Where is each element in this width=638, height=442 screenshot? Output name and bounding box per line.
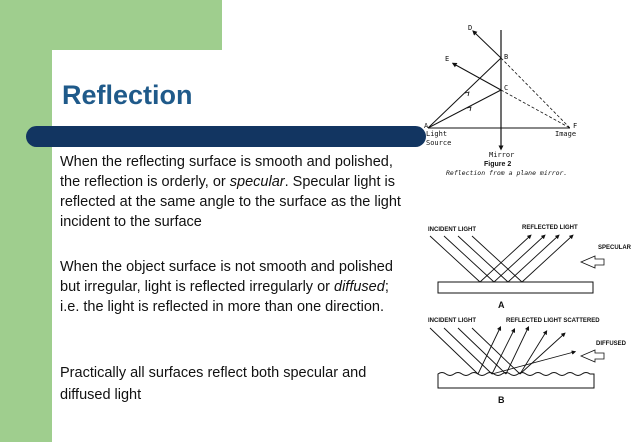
paragraph-diffused-text-2: ; i.e. the light is reflected in more th… — [60, 279, 389, 315]
reflected-ray-1 — [479, 234, 532, 283]
virtual-ray-c — [500, 89, 571, 129]
reflected-ray-3 — [507, 234, 560, 283]
scattered-ray-5 — [491, 327, 516, 375]
paragraph-diffused-emphasis: diffused — [334, 279, 385, 295]
reflected-ray-4 — [521, 234, 574, 283]
label-source: Source — [426, 139, 451, 147]
scattered-ray-3 — [505, 325, 530, 375]
paragraph-specular: When the reflecting surface is smooth an… — [60, 152, 410, 232]
reflection-figures: D E B C A F Light Source Image Mirror Fi… — [424, 24, 632, 405]
figure-2-caption: Reflection from a plane mirror. — [446, 169, 567, 177]
paragraph-specular-text-2: . Specular light is reflected at the sam… — [60, 174, 401, 230]
figure-a-reflected-label: REFLECTED LIGHT — [522, 225, 578, 231]
paragraph-specular-text-1: When the reflecting surface is smooth an… — [60, 154, 393, 190]
label-mirror: Mirror — [489, 151, 514, 159]
scattered-ray-2 — [491, 350, 577, 375]
incident-ray-1 — [429, 235, 481, 283]
incident-ray-3 — [457, 235, 509, 283]
label-f: F — [573, 122, 577, 130]
label-image: Image — [555, 130, 576, 138]
ray-arrow-2 — [466, 106, 472, 112]
label-b: B — [504, 53, 508, 61]
incident-ray-2 — [443, 235, 495, 283]
figure-b-letter: B — [498, 395, 505, 405]
smooth-surface — [437, 281, 594, 294]
figure-b-incident-label: INCIDENT LIGHT — [428, 318, 476, 324]
label-light: Light — [426, 130, 447, 138]
diffuse-incident-ray-4 — [471, 327, 521, 375]
figure-a-incident-label: INCIDENT LIGHT — [428, 227, 476, 233]
diffuse-incident-ray-2 — [443, 327, 493, 375]
incident-ray-4 — [471, 235, 523, 283]
title-underline-bar — [26, 126, 426, 147]
paragraph-specular-emphasis: specular — [229, 174, 285, 190]
specular-arrow-icon — [579, 255, 605, 269]
label-a: A — [424, 122, 429, 130]
figure-a-specular: INCIDENT LIGHT REFLECTED LIGHT SPECULAR … — [428, 225, 632, 310]
reflected-ray-2 — [493, 234, 546, 283]
figure-a-specular-label: SPECULAR — [598, 245, 632, 251]
diffused-arrow-icon — [579, 349, 605, 363]
paragraph-summary: Practically all surfaces reflect both sp… — [60, 365, 367, 403]
label-e: E — [445, 55, 449, 63]
label-d: D — [468, 24, 472, 32]
rough-surface — [437, 372, 595, 389]
paragraph-diffused: When the object surface is not smooth an… — [60, 257, 410, 317]
diffuse-incident-ray-1 — [429, 327, 479, 375]
diffuse-incident-ray-3 — [457, 327, 507, 375]
scattered-ray-4 — [519, 330, 548, 375]
virtual-ray-b — [500, 57, 571, 129]
ray-c-to-e — [451, 62, 502, 91]
slide-title: Reflection — [62, 80, 193, 110]
ray-a-to-b — [427, 57, 502, 129]
ray-a-to-c — [427, 89, 502, 129]
figure-b-diffused: INCIDENT LIGHT REFLECTED LIGHT SCATTERED… — [428, 318, 627, 405]
figure-b-reflected-label: REFLECTED LIGHT SCATTERED — [506, 318, 600, 324]
figure-2-plane-mirror: D E B C A F Light Source Image Mirror Fi… — [424, 24, 577, 177]
ray-b-to-d — [472, 30, 502, 59]
scattered-ray-6 — [519, 332, 566, 375]
figure-2-title: Figure 2 — [484, 161, 511, 168]
label-c: C — [504, 84, 508, 92]
scattered-ray-1 — [477, 325, 502, 375]
figure-a-letter: A — [498, 300, 505, 310]
paragraph-diffused-text-1: When the object surface is not smooth an… — [60, 259, 393, 295]
figure-b-diffused-label: DIFFUSED — [596, 341, 627, 347]
ray-arrow-1 — [464, 91, 470, 97]
